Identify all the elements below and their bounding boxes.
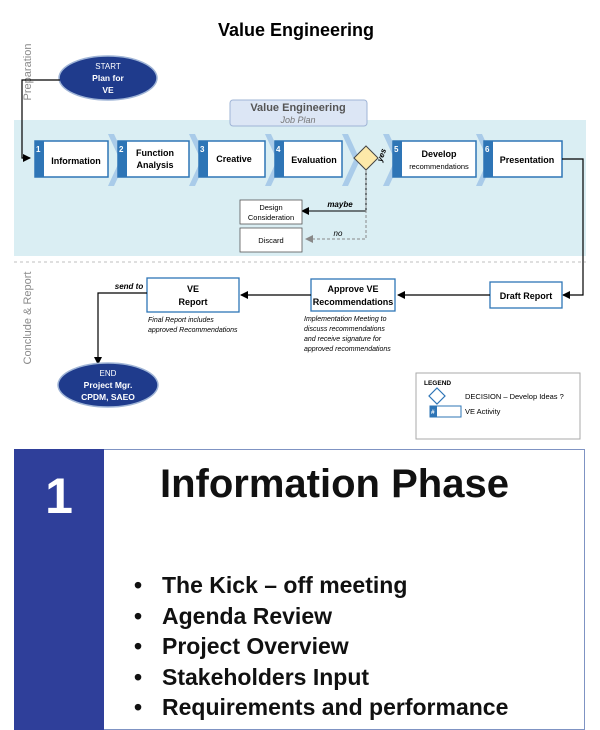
start-line1: START (95, 62, 121, 71)
ve-report-box (146, 277, 240, 313)
approve-line2: Recommendations (313, 297, 394, 307)
phase-body: Information Phase The Kick – off meeting… (104, 449, 585, 730)
list-item: The Kick – off meeting (134, 570, 508, 601)
maybe-label: maybe (327, 200, 353, 209)
activity-num: 2 (119, 145, 124, 154)
approve-box (310, 278, 396, 312)
approve-note-4: approved recommendations (304, 346, 391, 353)
draft-report-box (489, 281, 563, 309)
activity-num: 6 (485, 145, 490, 154)
no-label: no (334, 229, 343, 238)
ve-report-note-1: Final Report includes (148, 317, 214, 324)
activity-label: Develop (421, 149, 457, 159)
approve-note-3: and receive signature for (304, 336, 382, 343)
activity-num: 3 (200, 145, 205, 154)
activity-label-2: recommendations (409, 162, 469, 171)
activity-label: Evaluation (291, 155, 337, 165)
lane-label-preparation: Preparation (22, 44, 34, 101)
approve-line1: Approve VE (327, 284, 378, 294)
activity-label: Creative (216, 154, 252, 164)
approve-note-1: Implementation Meeting to (304, 316, 387, 323)
presentation-to-draft-connector (562, 158, 584, 299)
design-consideration-line2: Consideration (248, 213, 294, 222)
job-plan-title: Value Engineering (250, 102, 345, 114)
legend-decision-label: DECISION – Develop Ideas ? (465, 392, 564, 401)
end-line2: Project Mgr. (84, 380, 133, 390)
activity-information: 1 Information (34, 140, 109, 178)
discard-box (239, 227, 303, 253)
no-connector (305, 170, 367, 243)
phase-title: Information Phase (160, 462, 509, 506)
activity-creative: 3 Creative (198, 140, 266, 178)
activity-num: 4 (276, 145, 281, 154)
end-oval (57, 362, 159, 408)
diagram-title: Value Engineering (218, 20, 374, 40)
list-item: Stakeholders Input (134, 662, 508, 693)
activity-label: Presentation (500, 155, 555, 165)
job-plan-subtitle: Job Plan (279, 115, 315, 125)
end-line1: END (100, 369, 117, 378)
activity-label: Function (136, 148, 174, 158)
send-to-connector (94, 292, 147, 365)
activity-label-2: Analysis (136, 160, 173, 170)
phase-number: 1 (45, 468, 73, 524)
start-line3: VE (102, 85, 114, 95)
activity-num: 5 (394, 145, 399, 154)
activity-function-analysis: 2 Function Analysis (117, 140, 190, 178)
ve-report-line2: Report (179, 297, 208, 307)
phase-list: The Kick – off meeting Agenda Review Pro… (134, 570, 508, 723)
legend-activity-symbol: # (431, 409, 435, 416)
information-phase-card: 1 Information Phase The Kick – off meeti… (14, 449, 586, 730)
draft-report-label: Draft Report (500, 291, 553, 301)
phase-number-bar: 1 (14, 449, 104, 730)
list-item: Project Overview (134, 631, 508, 662)
activity-develop: 5 Develop recommendations (392, 140, 477, 178)
activity-label: Information (51, 156, 101, 166)
ve-report-note-2: approved Recommendations (148, 327, 238, 334)
design-consideration-line1: Design (259, 203, 282, 212)
approve-note-2: discuss recommendations (304, 326, 385, 333)
list-item: Agenda Review (134, 601, 508, 632)
value-engineering-flowchart: Value Engineering Preparation Conclude &… (14, 20, 586, 440)
job-plan-box (229, 99, 368, 127)
list-item: Requirements and performance (134, 692, 508, 723)
design-consideration-box (239, 199, 303, 225)
end-line3: CPDM, SAEO (81, 392, 135, 402)
ve-report-line1: VE (187, 284, 199, 294)
start-oval (58, 55, 158, 101)
legend-title: LEGEND (424, 380, 451, 387)
legend-activity-label: VE Activity (465, 407, 501, 416)
send-to-label: send to (115, 282, 144, 291)
activity-evaluation: 4 Evaluation (274, 140, 343, 178)
activity-presentation: 6 Presentation (483, 140, 563, 178)
start-line2: Plan for (92, 73, 124, 83)
activity-num: 1 (36, 145, 41, 154)
legend-diamond-icon (428, 387, 446, 405)
start-connector (21, 79, 60, 162)
discard-label: Discard (258, 236, 283, 245)
lane-label-conclude: Conclude & Report (22, 272, 34, 365)
